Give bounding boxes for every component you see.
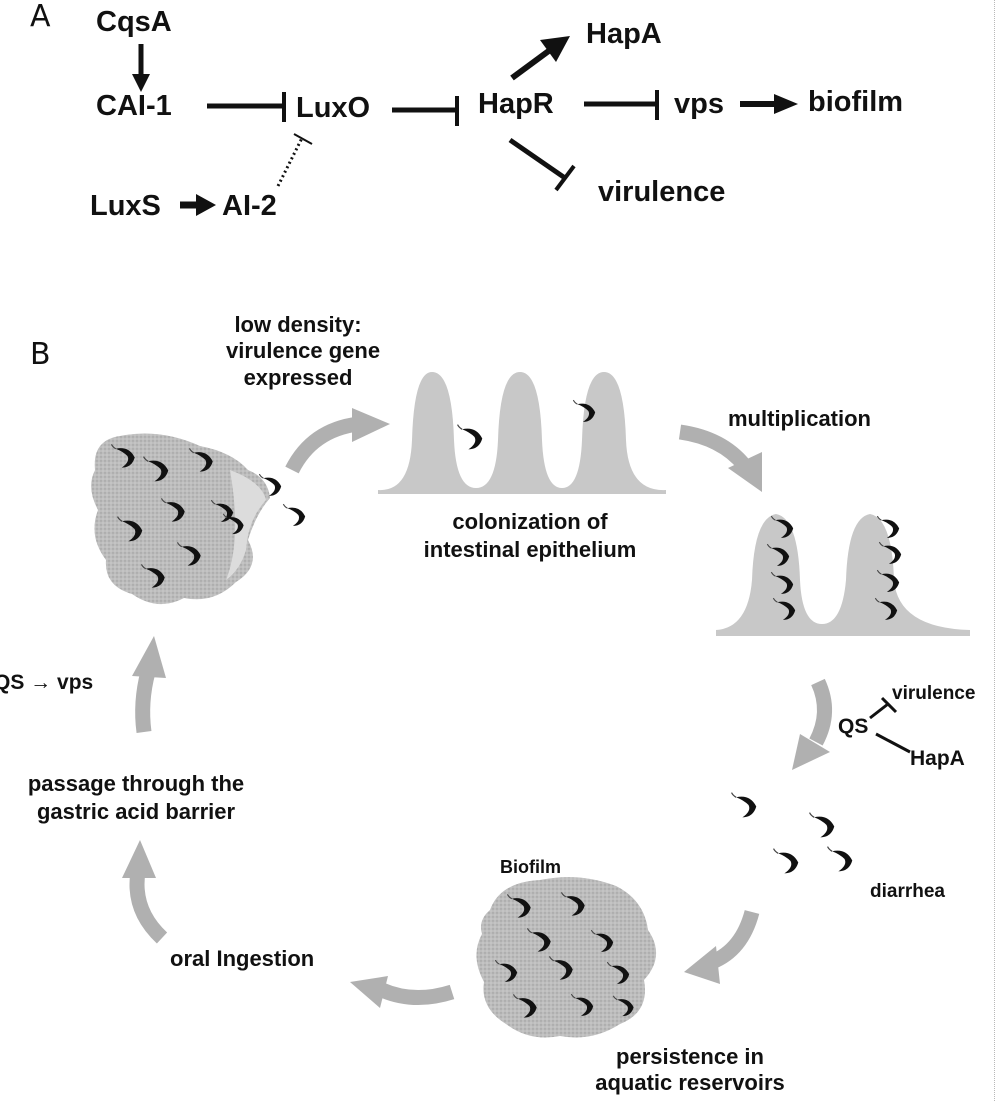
- node-vps: vps: [674, 88, 724, 120]
- node-luxs: LuxS: [90, 190, 161, 222]
- low-density-line-3: expressed: [243, 364, 353, 390]
- qs-label: QS: [838, 715, 869, 738]
- panel-b-letter: B: [30, 337, 51, 372]
- low-density-line-1: low density:: [234, 312, 362, 337]
- node-cqsa: CqsA: [96, 6, 172, 38]
- low-density-label: low density: virulence gene expressed: [226, 312, 381, 391]
- node-hapr: HapR: [478, 88, 554, 120]
- qs-hapa-label: HapA: [910, 747, 965, 770]
- persistence-label: persistence in aquatic reservoirs: [560, 1044, 820, 1097]
- diarrhea-label: diarrhea: [870, 881, 945, 902]
- multiplied-villi: [716, 514, 970, 636]
- diarrhea-bacteria: [730, 792, 853, 874]
- aquatic-biofilm-blob: [476, 877, 657, 1038]
- panel-a-connectors: [132, 36, 798, 216]
- colonization-label: colonization of intestinal epithelium: [400, 508, 660, 563]
- ingested-biofilm-blob: [91, 433, 271, 605]
- low-density-line-2: virulence gene: [226, 338, 381, 364]
- colonization-line-2: intestinal epithelium: [423, 536, 637, 562]
- persistence-line-1: persistence in: [616, 1044, 764, 1069]
- node-biofilm: biofilm: [808, 86, 904, 118]
- qs-vps-label: QS → vps: [0, 671, 94, 694]
- biofilm-label: Biofilm: [500, 857, 561, 877]
- colonization-line-1: colonization of: [452, 509, 608, 534]
- node-ai2: AI-2: [222, 190, 277, 222]
- gastric-line-1: passage through the: [27, 771, 245, 796]
- multiplication-label: multiplication: [728, 406, 871, 431]
- panel-a-letter: A: [30, 0, 51, 34]
- node-luxo: LuxO: [296, 92, 371, 124]
- node-cai1: CAI-1: [96, 90, 172, 122]
- intestinal-villi: [378, 372, 666, 494]
- persistence-line-2: aquatic reservoirs: [595, 1070, 785, 1096]
- gastric-line-2: gastric acid barrier: [36, 798, 236, 824]
- node-virulence: virulence: [598, 176, 726, 208]
- oral-ingestion-label: oral Ingestion: [170, 946, 315, 971]
- cycle-arrows: [122, 408, 833, 1008]
- gastric-label: passage through the gastric acid barrier: [0, 770, 272, 825]
- node-hapa: HapA: [586, 18, 662, 50]
- qs-regulation-lines: [869, 696, 911, 754]
- page-edge-dotted-line: [994, 0, 995, 1101]
- qs-virulence-label: virulence: [892, 683, 976, 704]
